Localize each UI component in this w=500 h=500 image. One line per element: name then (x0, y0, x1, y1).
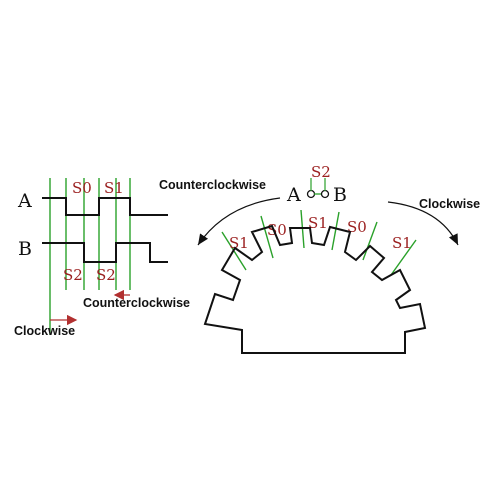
sector-line (390, 239, 417, 276)
sector-line (362, 221, 378, 261)
counterclockwise-label: Counterclockwise (83, 296, 190, 310)
sector-line (331, 211, 340, 251)
sensor-b-dot (320, 189, 330, 199)
channel-b-label: B (18, 238, 32, 260)
sensor-b-label: B (333, 184, 347, 206)
channel-a-waveform (42, 197, 168, 216)
sector-label-s1: S1 (229, 234, 249, 252)
sector-line (260, 215, 274, 259)
timing-diagram: A B S0 S1 S2 S2 Counterclockwise Clockwi… (14, 178, 190, 338)
sector-label-s0: S0 (347, 218, 367, 236)
channel-b-waveform (42, 242, 168, 263)
clockwise-label: Clockwise (14, 324, 75, 338)
state-label-s2: S2 (96, 266, 116, 284)
sector-label-s1: S1 (392, 234, 412, 252)
encoder-wheel-outline (203, 224, 427, 354)
clockwise-label: Clockwise (419, 197, 480, 211)
sensor-a-label: A (286, 184, 301, 206)
sensor-state-label: S2 (311, 163, 331, 181)
sector-label-s1: S1 (308, 214, 328, 232)
encoder-wheel: S2 A B Counterclockwise Clockwise S1 S0 … (159, 163, 480, 354)
counterclockwise-arrow (197, 197, 281, 246)
state-label-s0: S0 (72, 179, 92, 197)
channel-a-label: A (17, 190, 32, 212)
state-label-s1: S1 (104, 179, 124, 197)
state-label-s2: S2 (63, 266, 83, 284)
counterclockwise-label: Counterclockwise (159, 178, 266, 192)
sensor-a-dot (306, 189, 316, 199)
phase-marker-lines (49, 178, 131, 335)
clockwise-arrow (387, 201, 459, 246)
